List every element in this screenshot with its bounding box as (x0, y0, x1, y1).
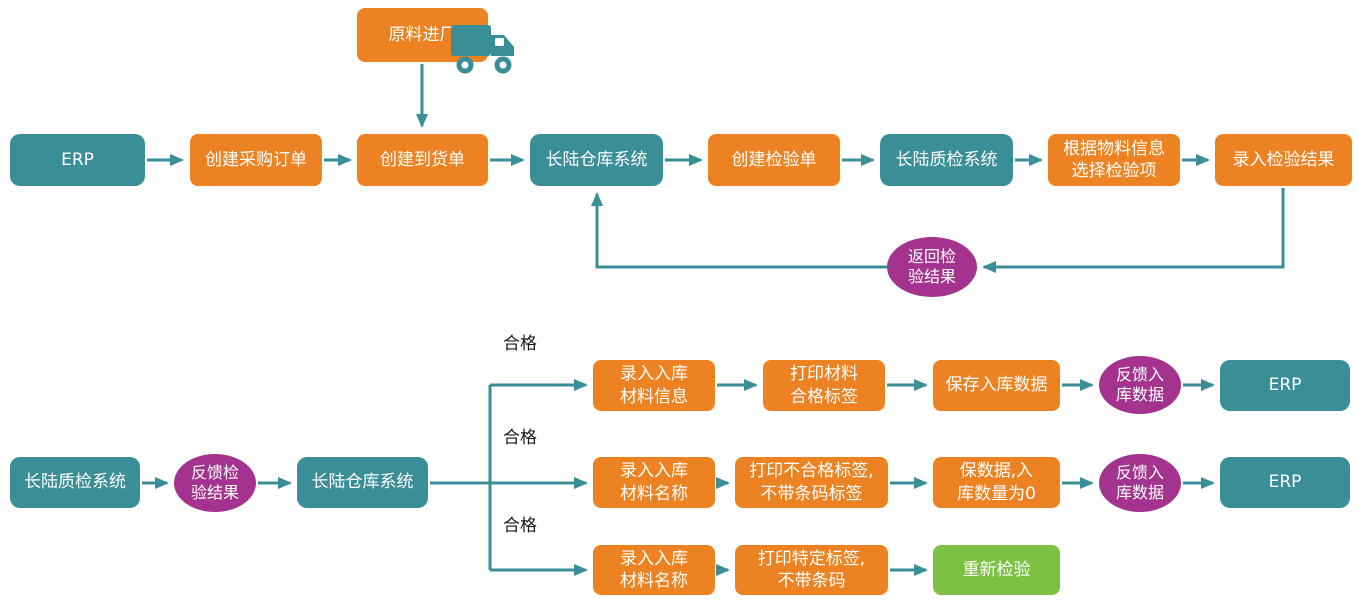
node-print-special-label: 打印特定标签, 不带条码 (735, 545, 888, 595)
branch-label-1: 合格 (503, 334, 537, 354)
connector-feedback-inbound-data-1: 反馈入 库数据 (1099, 356, 1181, 414)
node-print-qualified-label: 打印材料 合格标签 (763, 360, 885, 411)
node-create-inspection-order: 创建检验单 (708, 134, 840, 186)
node-print-unqualified-label: 打印不合格标签, 不带条码标签 (735, 457, 888, 508)
node-enter-material-name-3: 录入入库 材料名称 (593, 545, 715, 595)
node-create-arrival-note: 创建到货单 (357, 134, 488, 186)
node-save-inbound-data: 保存入库数据 (933, 360, 1060, 411)
node-enter-material-info: 录入入库 材料信息 (593, 360, 715, 411)
node-qc-system: 长陆质检系统 (880, 134, 1013, 186)
node-reinspection: 重新检验 (933, 545, 1060, 595)
node-erp-source: ERP (10, 134, 145, 186)
node-enter-material-name-2: 录入入库 材料名称 (593, 457, 715, 508)
node-warehouse-system-bottom: 长陆仓库系统 (297, 457, 428, 508)
node-create-purchase-order: 创建采购订单 (190, 134, 322, 186)
node-save-data-qty-zero: 保数据,入 库数量为0 (933, 457, 1060, 508)
node-erp-branch-2: ERP (1220, 457, 1350, 508)
node-select-inspection-items: 根据物料信息 选择检验项 (1048, 134, 1180, 186)
connector-feedback-inspection-results: 反馈检 验结果 (174, 454, 256, 512)
node-warehouse-system: 长陆仓库系统 (530, 134, 663, 186)
connector-return-inspection-results: 返回检 验结果 (887, 237, 977, 297)
connector-feedback-inbound-data-2: 反馈入 库数据 (1099, 454, 1181, 512)
node-enter-inspection-results: 录入检验结果 (1215, 134, 1352, 186)
branch-label-3: 合格 (503, 516, 537, 536)
node-erp-branch-1: ERP (1220, 360, 1350, 411)
node-qc-system-bottom: 长陆质检系统 (10, 457, 140, 508)
branch-label-2: 合格 (503, 428, 537, 448)
truck-icon (450, 20, 520, 78)
